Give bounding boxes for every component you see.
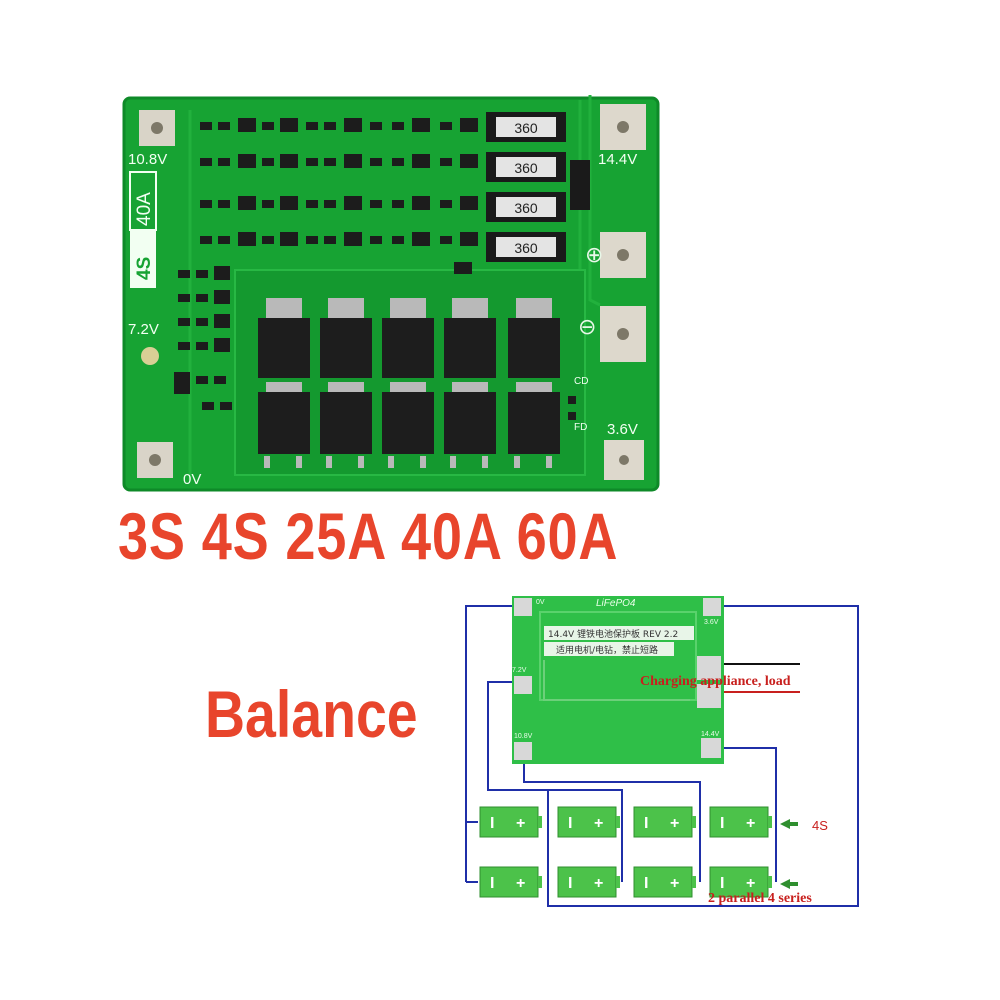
pad-3v6	[604, 440, 644, 480]
pad-plus	[600, 232, 646, 278]
cell-minus: I	[720, 875, 724, 892]
label-3v6: 3.6V	[607, 421, 638, 438]
diagram-title: LiFePO4	[596, 598, 636, 609]
diagram-pad-10v8: 10.8V	[514, 733, 533, 740]
mosfet-array	[258, 298, 560, 468]
spec-4s: 4S	[134, 257, 155, 280]
headline-spec: 3S 4S 25A 40A 60A	[118, 499, 619, 573]
cell-plus: +	[516, 815, 525, 832]
shunt-resistors: 360 360 360 360	[486, 112, 590, 262]
cell-plus: +	[516, 875, 525, 892]
battery-cells-row-2	[479, 866, 772, 898]
battery-cells-row-1	[479, 806, 772, 838]
cell-plus: +	[594, 875, 603, 892]
resistor-code: 360	[514, 120, 538, 136]
balance-title: Balance	[205, 677, 418, 751]
arrow-icon	[780, 819, 798, 889]
resistor-code: 360	[514, 200, 538, 216]
cell-minus: I	[644, 875, 648, 892]
series-label: 4S	[812, 818, 828, 833]
cell-minus: I	[490, 815, 494, 832]
cell-plus: +	[746, 815, 755, 832]
pad-7v2	[141, 347, 159, 365]
svg-text:⊕: ⊕	[585, 243, 603, 268]
cell-minus: I	[644, 815, 648, 832]
cell-minus: I	[568, 875, 572, 892]
pad-14v4	[600, 104, 646, 150]
bms-pcb: ⊕ ⊖ 10.8V 14.4V 7.2V 3.6V 0V 40A 4S	[122, 95, 660, 492]
label-fd: FD	[574, 422, 587, 433]
smd-components	[174, 118, 576, 420]
cell-minus: I	[568, 815, 572, 832]
pad-minus	[600, 306, 646, 362]
cell-plus: +	[594, 815, 603, 832]
load-label: Charging appliance, load	[640, 674, 791, 689]
cell-plus: +	[670, 815, 679, 832]
spec-40a: 40A	[134, 192, 155, 226]
diagram-pad-3v6: 3.6V	[704, 619, 719, 626]
label-7v2: 7.2V	[128, 321, 159, 338]
mounting-hole-top-left	[139, 110, 175, 146]
cell-plus: +	[670, 875, 679, 892]
parallel-label: 2 parallel 4 series	[708, 891, 812, 906]
diagram-banner: 14.4V 锂铁电池保护板 REV 2.2	[548, 628, 678, 640]
cell-plus: +	[746, 875, 755, 892]
label-cd: CD	[574, 376, 588, 387]
resistor-code: 360	[514, 240, 538, 256]
resistor-code: 360	[514, 160, 538, 176]
diagram-pad-14v4: 14.4V	[701, 731, 720, 738]
diagram-pad-7v2: 7.2V	[512, 667, 527, 674]
spec-box: 40A 4S	[129, 171, 157, 288]
svg-text:⊖: ⊖	[578, 315, 596, 340]
label-14v4: 14.4V	[598, 151, 637, 168]
mounting-hole-bottom-left	[137, 442, 173, 478]
cell-minus: I	[490, 875, 494, 892]
label-10v8: 10.8V	[128, 151, 167, 168]
label-0v: 0V	[183, 471, 201, 488]
diagram-warning: 适用电机/电钻，禁止短路	[556, 644, 658, 656]
diagram-pad-0v: 0V	[536, 599, 545, 606]
cell-minus: I	[720, 815, 724, 832]
wiring-diagram: 14.4V 锂铁电池保护板 REV 2.2 适用电机/电钻，禁止短路 LiFeP…	[465, 596, 859, 907]
